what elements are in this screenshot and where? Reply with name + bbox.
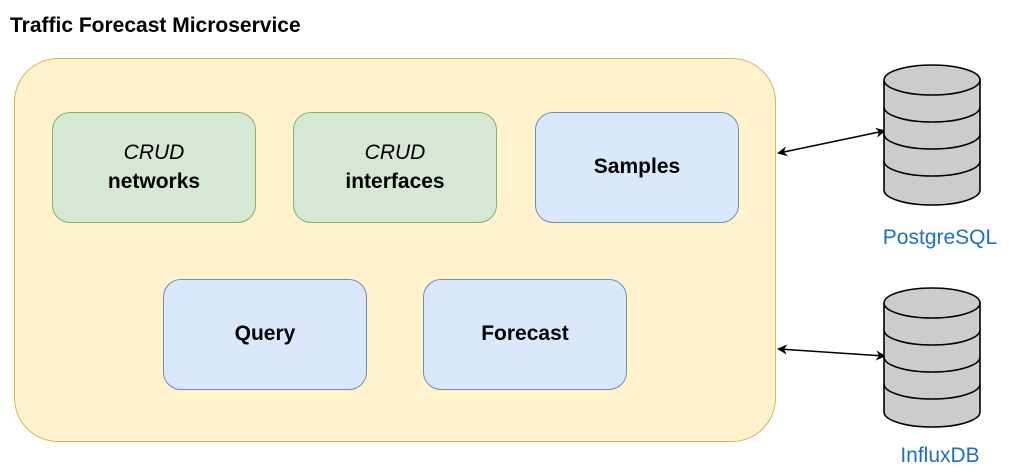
query-label: Query <box>234 322 296 346</box>
postgresql-connection-arrow <box>777 127 886 157</box>
forecast-box: Forecast <box>423 279 627 390</box>
diagram-title: Traffic Forecast Microservice <box>10 14 301 37</box>
crud-interfaces-label: interfaces <box>345 169 445 193</box>
crud-interfaces-box: CRUD interfaces <box>293 112 497 223</box>
postgresql-database-icon <box>883 64 981 206</box>
influxdb-database-icon <box>883 287 981 428</box>
crud-interfaces-prefix: CRUD <box>364 141 426 165</box>
query-box: Query <box>163 279 367 390</box>
influxdb-connection-arrow <box>777 344 886 361</box>
crud-networks-box: CRUD networks <box>52 112 256 223</box>
influxdb-label: InfluxDB <box>900 444 980 467</box>
forecast-label: Forecast <box>481 322 569 346</box>
crud-networks-label: networks <box>107 169 201 193</box>
postgresql-label: PostgreSQL <box>882 226 998 249</box>
samples-box: Samples <box>535 112 739 223</box>
crud-networks-prefix: CRUD <box>123 141 185 165</box>
samples-label: Samples <box>593 155 681 179</box>
